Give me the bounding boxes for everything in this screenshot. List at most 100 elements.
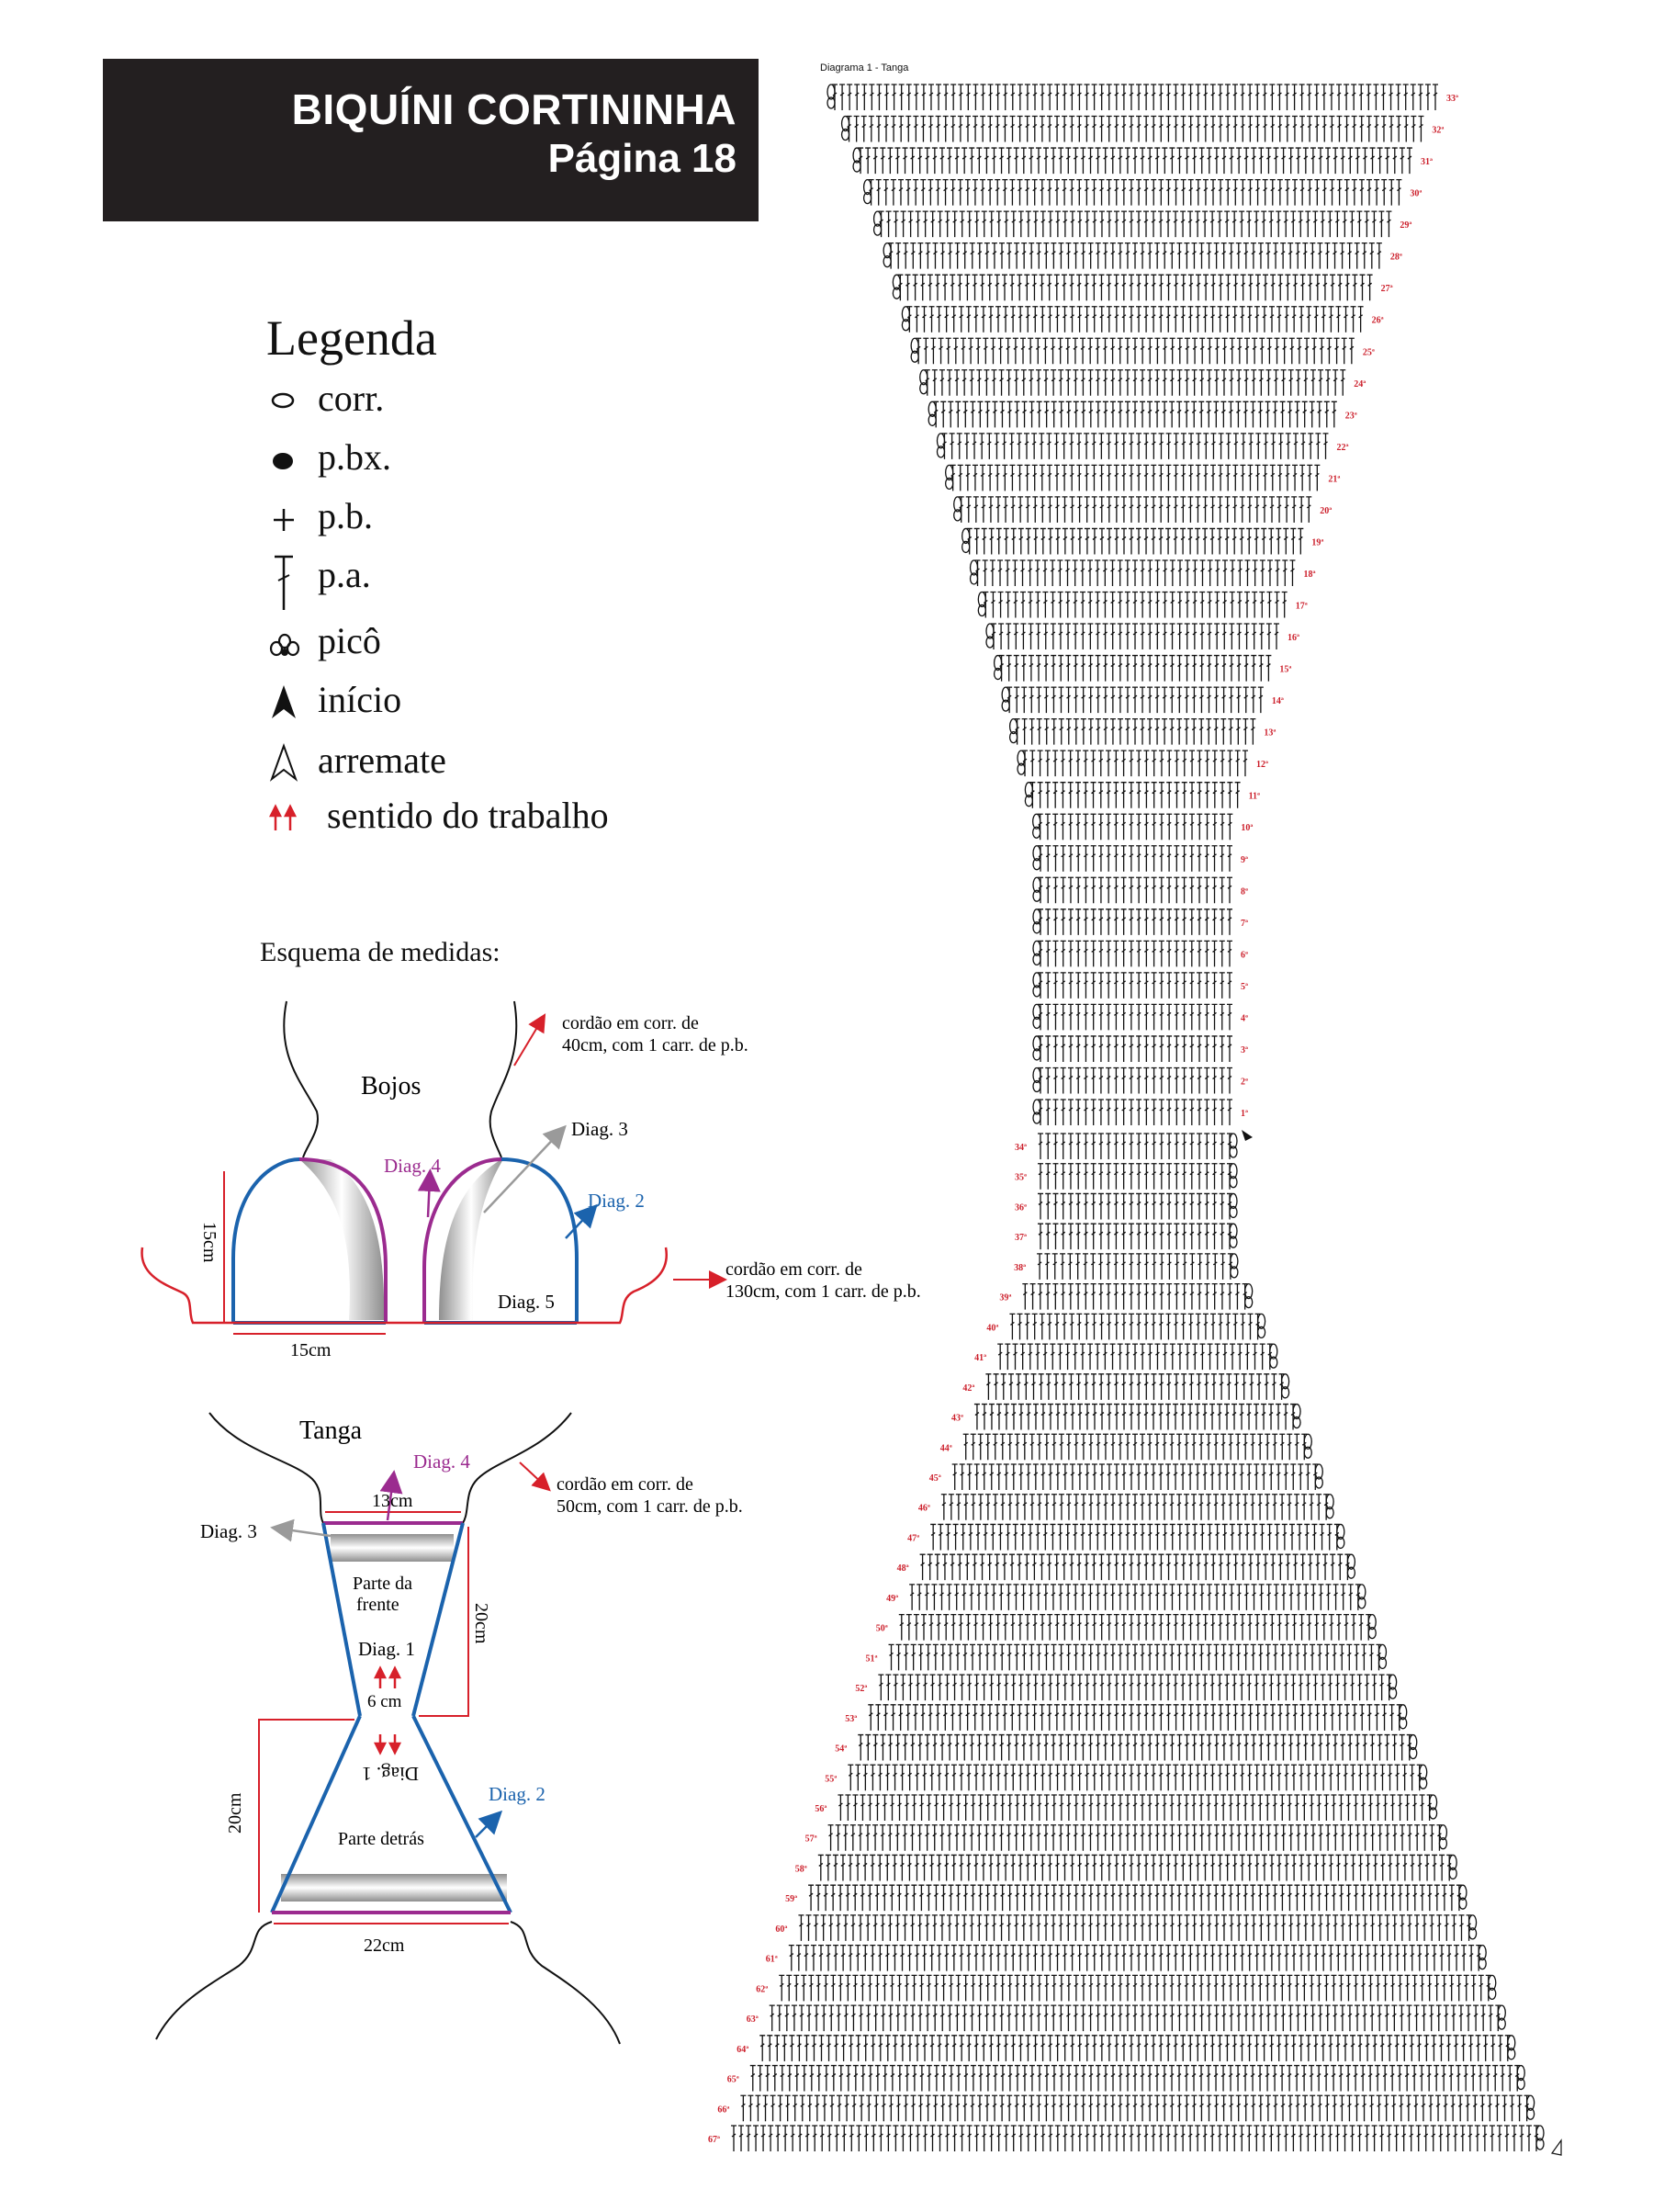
tanga-back-label: Parte detrás [338, 1829, 424, 1849]
stitch-row-58ª [818, 1855, 1452, 1880]
stitch-row-17ª [983, 592, 1287, 618]
row-number-35ª: 35ª [1015, 1173, 1027, 1183]
row-number-66ª: 66ª [717, 2105, 729, 2115]
tanga-schematic: Tanga Diag. 4 cordão em corr. de 50cm, c… [156, 1413, 743, 2044]
stitch-row-5ª [1038, 973, 1232, 999]
diagram1-title: Diagrama 1 - Tanga [820, 62, 908, 73]
row-number-67ª: 67ª [708, 2135, 720, 2145]
stitch-row-4ª [1038, 1004, 1232, 1030]
row-number-10ª: 10ª [1241, 823, 1253, 833]
row-number-38ª: 38ª [1014, 1263, 1026, 1273]
row-number-45ª: 45ª [929, 1473, 941, 1484]
stitch-row-12ª [1022, 750, 1248, 776]
row-number-27ª: 27ª [1381, 284, 1393, 294]
row-number-9ª: 9ª [1241, 855, 1248, 865]
row-number-19ª: 19ª [1311, 537, 1323, 547]
tanga-cord-line1: cordão em corr. de [557, 1474, 693, 1495]
stitch-row-18ª [975, 560, 1296, 586]
stitch-row-9ª [1038, 846, 1232, 872]
row-number-36ª: 36ª [1015, 1202, 1027, 1213]
stitch-row-32ª [847, 117, 1424, 142]
row-number-18ª: 18ª [1303, 570, 1315, 580]
row-number-31ª: 31ª [1421, 157, 1433, 167]
row-number-22ª: 22ª [1337, 443, 1349, 453]
row-number-54ª: 54ª [835, 1744, 847, 1755]
tanga-diag2-label: Diag. 2 [489, 1783, 545, 1805]
stitch-row-13ª [1015, 719, 1256, 745]
row-number-24ª: 24ª [1354, 379, 1366, 389]
row-number-60ª: 60ª [775, 1924, 787, 1935]
row-number-30ª: 30ª [1410, 189, 1422, 199]
bojos-label: Bojos [361, 1072, 421, 1100]
row-number-63ª: 63ª [747, 2014, 759, 2025]
row-number-49ª: 49ª [886, 1594, 898, 1604]
stitch-row-23ª [933, 401, 1337, 427]
row-number-52ª: 52ª [855, 1684, 867, 1694]
stitch-row-6ª [1038, 941, 1232, 966]
stitch-row-3ª [1038, 1036, 1232, 1062]
start-marker-icon [1242, 1130, 1253, 1141]
stitch-row-19ª [967, 528, 1304, 554]
stitch-row-66ª [740, 2095, 1529, 2121]
tanga-diag1-flipped-label: Diag. 1 [362, 1763, 419, 1785]
row-number-46ª: 46ª [918, 1504, 930, 1514]
stitch-row-57ª [828, 1825, 1443, 1851]
row-number-13ª: 13ª [1264, 728, 1276, 739]
stitch-row-22ª [941, 434, 1328, 459]
stitch-row-49ª [909, 1585, 1361, 1610]
bojos-cord-top-line2: 40cm, com 1 carr. de p.b. [562, 1035, 748, 1055]
row-number-43ª: 43ª [951, 1414, 963, 1424]
row-number-16ª: 16ª [1288, 633, 1299, 643]
row-number-15ª: 15ª [1279, 665, 1291, 675]
row-number-41ª: 41ª [974, 1353, 986, 1363]
row-number-64ª: 64ª [737, 2045, 748, 2055]
tanga-back-gray-band [281, 1874, 507, 1902]
stitch-row-61ª [789, 1946, 1481, 1971]
bojos-diag4-label: Diag. 4 [384, 1155, 441, 1177]
stitch-row-30ª [869, 180, 1402, 206]
stitch-row-21ª [950, 465, 1321, 491]
row-number-26ª: 26ª [1372, 316, 1384, 326]
stitch-row-42ª [985, 1374, 1284, 1400]
tanga-label: Tanga [299, 1416, 363, 1445]
row-number-37ª: 37ª [1015, 1233, 1027, 1243]
row-number-53ª: 53ª [845, 1714, 857, 1724]
stitch-row-67ª [731, 2126, 1539, 2151]
row-number-29ª: 29ª [1400, 220, 1411, 231]
row-number-40ª: 40ª [986, 1323, 998, 1333]
row-number-57ª: 57ª [805, 1834, 817, 1845]
stitch-row-8ª [1038, 877, 1232, 903]
bojos-schematic: Bojos cordão em corr. de 40cm, com 1 car… [142, 1001, 921, 1360]
stitch-row-65ª [750, 2066, 1520, 2092]
stitch-row-63ª [770, 2005, 1501, 2031]
tanga-front-gray-band [331, 1534, 454, 1562]
stitch-row-10ª [1038, 814, 1233, 840]
stitch-row-52ª [878, 1675, 1391, 1700]
row-number-50ª: 50ª [876, 1624, 888, 1634]
stitch-row-16ª [991, 624, 1279, 649]
bojo-left-blue-edge [233, 1159, 299, 1323]
stitch-row-48ª [920, 1554, 1351, 1580]
row-number-14ª: 14ª [1272, 696, 1284, 706]
stitch-row-26ª [906, 307, 1363, 333]
row-number-33ª: 33ª [1446, 94, 1458, 104]
bojos-strap-left [284, 1001, 318, 1157]
stitch-row-59ª [808, 1885, 1462, 1911]
tanga-strap-right [463, 1413, 571, 1523]
bojos-height-label: 15cm [199, 1222, 219, 1263]
stitch-row-44ª [963, 1434, 1308, 1460]
stitch-row-25ª [916, 338, 1355, 364]
stitch-row-15ª [999, 656, 1272, 682]
stitch-row-35ª [1038, 1164, 1232, 1190]
tanga-direction-up-icon [376, 1668, 399, 1688]
row-number-55ª: 55ª [825, 1774, 837, 1784]
stitch-row-60ª [798, 1915, 1471, 1941]
stitch-row-45ª [952, 1464, 1319, 1490]
stitch-row-29ª [879, 211, 1392, 237]
tanga-diag1-label: Diag. 1 [358, 1638, 415, 1660]
bojos-base-cord [142, 1247, 667, 1323]
row-number-58ª: 58ª [795, 1864, 807, 1874]
crochet-chart-tanga: 33ª32ª31ª30ª29ª28ª27ª26ª25ª24ª23ª22ª21ª2… [708, 85, 1561, 2155]
bojos-diag5-label: Diag. 5 [498, 1291, 555, 1313]
tanga-cord-line2: 50cm, com 1 carr. de p.b. [557, 1496, 743, 1517]
